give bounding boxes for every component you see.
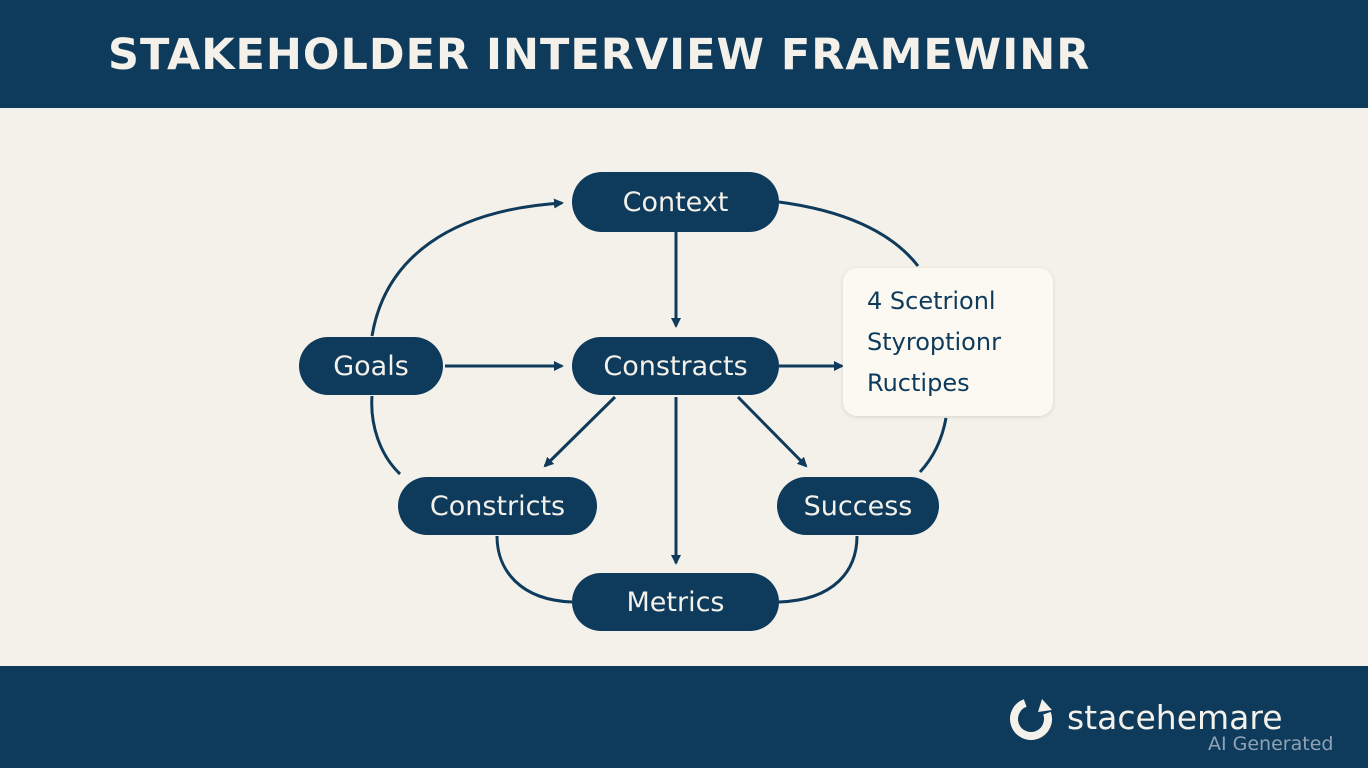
ai-generated-watermark: AI Generated [1208,733,1334,755]
node-constracts: Constracts [572,337,779,395]
footer-bar [0,666,1368,768]
node-constricts: Constricts [398,477,597,535]
note-line-2: Styroptionr [867,328,1001,356]
note-line-1: 4 Scetrionl [867,287,996,315]
node-context: Context [572,172,779,232]
line-goals-to-constricts [370,395,402,476]
refresh-logo-icon [1010,698,1052,740]
line-context-to-note [778,200,920,267]
page-title: STAKEHOLDER INTERVIEW FRAMEWINR [108,30,1091,80]
header-bar: STAKEHOLDER INTERVIEW FRAMEWINR [0,0,1368,108]
node-goals: Goals [299,337,443,395]
line-constricts-to-metrics [495,535,573,604]
note-line-3: Ructipes [867,369,970,397]
brand-name: stacehemare [1067,698,1283,737]
arrow-constracts-to-success [736,395,808,468]
line-note-to-success [918,417,948,474]
arrow-constracts-to-constricts [543,395,617,468]
node-success: Success [777,477,939,535]
note-card: 4 Scetrionl Styroptionr Ructipes [843,268,1053,416]
line-success-to-metrics [778,535,859,604]
arrow-goals-to-context [370,198,564,337]
node-metrics: Metrics [572,573,779,631]
